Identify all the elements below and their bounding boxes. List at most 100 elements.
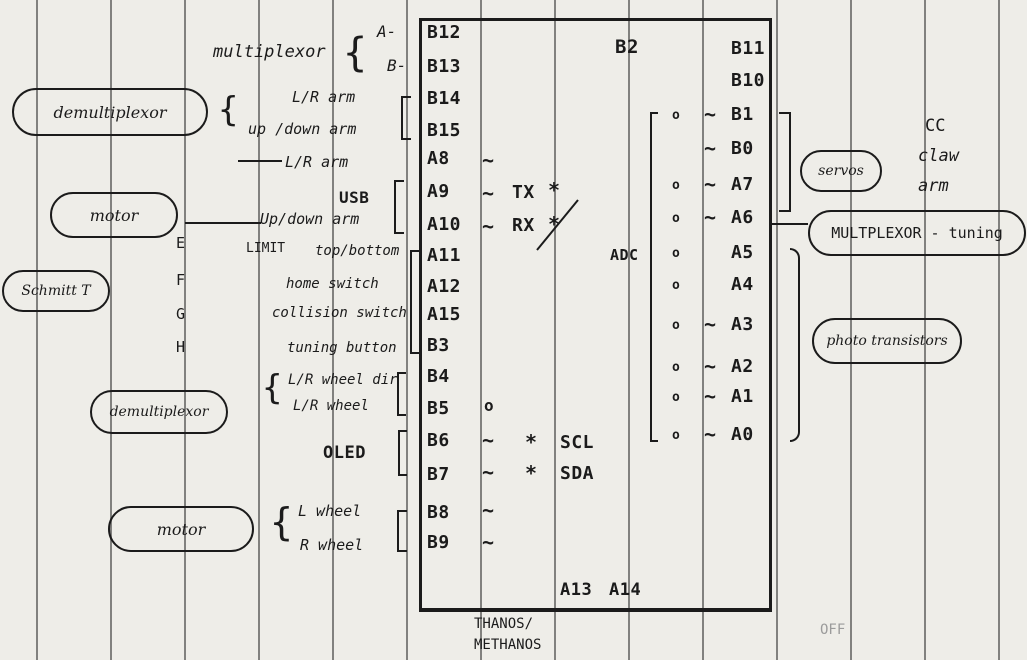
right-pin-a1: A1	[731, 386, 754, 407]
pwm-mark-right-8: ~	[704, 384, 717, 408]
label-h: H	[176, 338, 186, 356]
left-pin-a8: A8	[427, 148, 450, 169]
left-pin-b6: B6	[427, 430, 450, 451]
right-pin-a6: A6	[731, 207, 754, 228]
label-multiplexor: multiplexor	[213, 42, 326, 62]
pwm-mark-a10: ~	[482, 214, 495, 238]
label-lr-arm-2: L/R arm	[285, 153, 349, 171]
right-pin-b0: B0	[731, 138, 754, 159]
brace-multiplexor: {	[343, 30, 368, 76]
pwm-mark-right-0: ~	[704, 102, 717, 126]
rx-label: RX	[512, 215, 535, 236]
left-pin-b12: B12	[427, 22, 462, 43]
right-pin-a4: A4	[731, 274, 754, 295]
left-pin-b5: B5	[427, 398, 450, 419]
label-home-switch: home switch	[286, 276, 379, 292]
label-arm: arm	[918, 176, 949, 196]
cloud-servos: servos	[800, 150, 882, 192]
pwm-mark-b8: ~	[482, 498, 495, 522]
brace-motor2: {	[270, 500, 293, 544]
pwm-mark-right-3: ~	[704, 205, 717, 229]
scl-label: SCL	[560, 432, 595, 453]
chip-title: B2	[615, 36, 639, 58]
label-b-minus: B-	[387, 56, 407, 75]
cloud-motor-1: motor	[50, 192, 178, 238]
dot-mark-right-7: o	[672, 360, 680, 375]
pwm-mark-b6: ~	[482, 428, 495, 452]
label-cc: CC	[925, 116, 946, 136]
pwm-mark-right-7: ~	[704, 354, 717, 378]
label-a-minus: A-	[377, 22, 397, 41]
left-pin-b14: B14	[427, 88, 462, 109]
label-r-wheel: R wheel	[300, 536, 364, 554]
dot-mark-right-9: o	[672, 428, 680, 443]
label-methanos: METHANOS	[474, 637, 542, 653]
microcontroller-outline	[419, 18, 772, 612]
tx-label: TX	[512, 182, 535, 203]
left-pin-a15: A15	[427, 304, 462, 325]
label-thanos: THANOS/	[474, 616, 534, 632]
right-pin-b10: B10	[731, 70, 766, 91]
cloud-motor-2: motor	[108, 506, 254, 552]
left-pin-b4: B4	[427, 366, 450, 387]
label-off: OFF	[820, 622, 846, 638]
pwm-mark-b9: ~	[482, 530, 495, 554]
cloud-schmitt: Schmitt T	[2, 270, 110, 312]
pwm-mark-right-2: ~	[704, 172, 717, 196]
bracket-wheels	[397, 510, 407, 552]
star-mark-tx: *	[548, 178, 561, 202]
label-claw: claw	[918, 146, 959, 166]
brace-demux1: {	[218, 90, 239, 130]
adc-label: ADC	[610, 246, 639, 264]
label-updown-arm-2: Up/down arm	[260, 210, 360, 228]
star-mark-scl: *	[525, 430, 538, 454]
line-a6-multiplexor	[772, 223, 808, 225]
left-pin-b7: B7	[427, 464, 450, 485]
dot-mark-right-8: o	[672, 390, 680, 405]
right-pin-b11: B11	[731, 38, 766, 59]
line-lr-arm	[238, 160, 282, 162]
dot-mark-right-0: o	[672, 108, 680, 123]
pwm-mark-right-6: ~	[704, 312, 717, 336]
bracket-b4-b5	[397, 372, 406, 416]
pwm-mark-right-1: ~	[704, 136, 717, 160]
left-pin-b13: B13	[427, 56, 462, 77]
cloud-demultiplexor-1: demultiplexor	[12, 88, 208, 136]
label-lr-wheel: L/R wheel	[293, 398, 369, 414]
pwm-mark-b7: ~	[482, 460, 495, 484]
right-pin-a5: A5	[731, 242, 754, 263]
left-pin-b9: B9	[427, 532, 450, 553]
right-pin-a2: A2	[731, 356, 754, 377]
dot-mark-right-3: o	[672, 211, 680, 226]
left-pin-b8: B8	[427, 502, 450, 523]
bracket-b14-b15	[401, 96, 411, 140]
label-updown-arm: up /down arm	[248, 120, 357, 138]
cloud-multiplexor-tuning: MULTPLEXOR - tuning	[808, 210, 1026, 256]
left-pin-a11: A11	[427, 245, 462, 266]
bottom-pin-a13: A13	[560, 580, 593, 600]
label-top-bottom: top/bottom	[315, 243, 400, 259]
label-lr-wheel-dir: L/R wheel dir	[288, 372, 398, 388]
bracket-usb	[394, 180, 404, 234]
adc-bracket	[650, 112, 658, 442]
label-e: E	[176, 234, 186, 252]
dot-mark-b5: o	[484, 396, 494, 415]
right-pin-a0: A0	[731, 424, 754, 445]
bracket-limit	[410, 250, 420, 354]
label-tuning-button: tuning button	[287, 340, 397, 356]
line-motor-updown	[185, 222, 261, 224]
dot-mark-right-2: o	[672, 178, 680, 193]
left-pin-a10: A10	[427, 214, 462, 235]
label-usb: USB	[339, 188, 370, 207]
label-collision-switch: collision switch	[272, 305, 407, 321]
star-mark-sda: *	[525, 461, 538, 485]
bracket-oled	[398, 430, 407, 476]
label-limit: LIMIT	[246, 241, 286, 256]
label-g: G	[176, 305, 186, 323]
bottom-pin-a14: A14	[609, 580, 642, 600]
dot-mark-right-6: o	[672, 318, 680, 333]
left-pin-a9: A9	[427, 181, 450, 202]
left-pin-b15: B15	[427, 120, 462, 141]
sda-label: SDA	[560, 463, 595, 484]
